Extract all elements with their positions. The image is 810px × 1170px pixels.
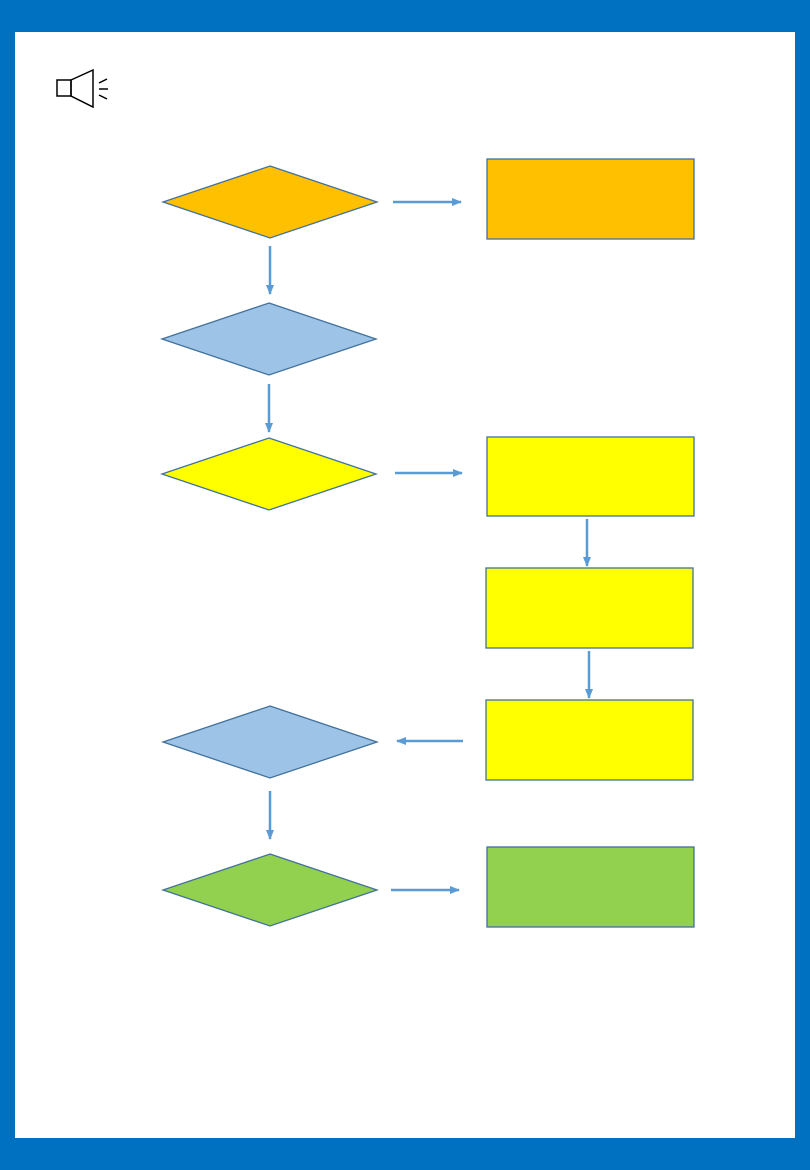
box-5-box xyxy=(486,846,695,928)
box-3-box xyxy=(485,567,694,649)
box-4-box xyxy=(485,699,694,781)
box-1-box xyxy=(486,158,695,240)
box-2-box xyxy=(486,436,695,517)
decision-4-diamond xyxy=(160,705,380,779)
decision-5-diamond xyxy=(160,853,380,927)
decision-3-diamond xyxy=(159,437,379,511)
decision-1-diamond xyxy=(160,165,380,239)
decision-2-diamond xyxy=(159,302,379,376)
speaker-icon[interactable] xyxy=(56,68,108,109)
